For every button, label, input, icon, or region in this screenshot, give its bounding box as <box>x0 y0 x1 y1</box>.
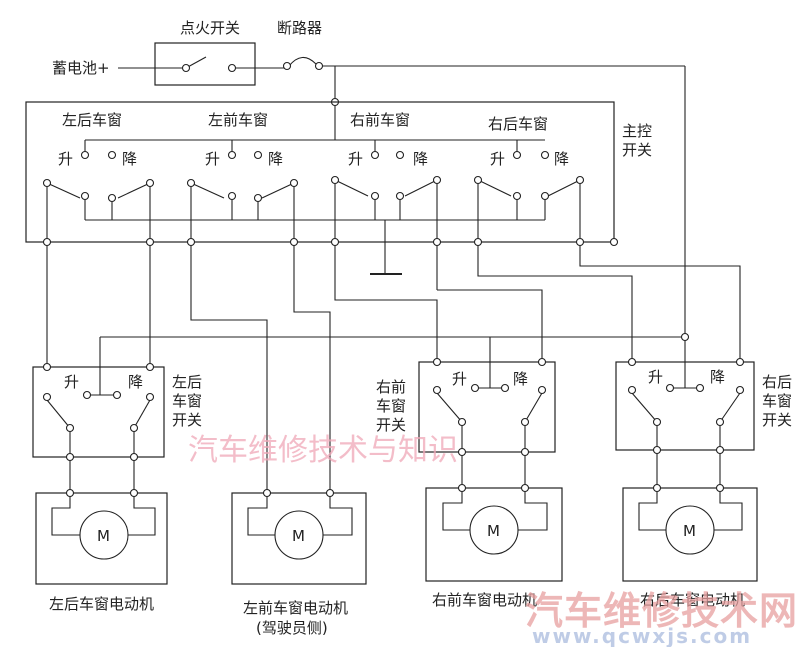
harness-wiring <box>46 245 741 493</box>
main-rr-down-label: 降 <box>554 150 569 168</box>
rr-window-switch-box <box>615 361 755 451</box>
lr-switch-down-label: 降 <box>128 373 143 391</box>
main-lf-label: 左前车窗 <box>208 111 268 129</box>
circuit-breaker-label: 断路器 <box>277 19 322 37</box>
rr-motor-symbol: M <box>683 522 696 540</box>
rr-switch-up-label: 升 <box>648 368 663 386</box>
rr-window-switch-label: 右后车窗开关 <box>762 373 792 429</box>
main-lr-up-label: 升 <box>58 150 73 168</box>
main-lf-up-label: 升 <box>205 150 220 168</box>
rr-switch-down-label: 降 <box>710 368 725 386</box>
main-switch-unit-lf <box>186 150 299 242</box>
url-watermark: www.qcwxjs.com <box>532 624 752 647</box>
rf-window-switch-box <box>418 361 556 453</box>
main-lr-label: 左后车窗 <box>62 111 122 129</box>
main-switch-internal-wiring <box>84 105 545 275</box>
lf-motor-symbol: M <box>292 527 305 545</box>
main-control-switch-box <box>25 101 615 243</box>
main-switch-label: 主控开关 <box>622 122 652 159</box>
rf-switch-down-label: 降 <box>513 370 528 388</box>
rr-window-switch <box>627 357 745 488</box>
main-rf-label: 右前车窗 <box>350 111 410 129</box>
rf-switch-up-label: 升 <box>452 370 467 388</box>
ignition-switch-label: 点火开关 <box>180 19 240 37</box>
main-rf-up-label: 升 <box>348 150 363 168</box>
lr-switch-up-label: 升 <box>64 373 79 391</box>
lr-window-switch-label: 左后车窗开关 <box>172 373 202 429</box>
main-lf-down-label: 降 <box>268 150 283 168</box>
main-rr-label: 右后车窗 <box>488 115 548 133</box>
main-rr-up-label: 升 <box>490 150 505 168</box>
rr-motor <box>622 483 758 582</box>
lf-motor-note: (驾驶员侧) <box>256 619 328 637</box>
lr-window-switch <box>42 362 155 493</box>
main-switch-unit-rf <box>330 150 442 242</box>
rf-motor-symbol: M <box>487 522 500 540</box>
battery-label: 蓄电池+ <box>52 59 110 77</box>
main-switch-unit-rr <box>473 150 585 242</box>
lf-motor <box>231 488 367 585</box>
lr-motor-label: 左后车窗电动机 <box>49 595 154 613</box>
lf-motor-label: 左前车窗电动机 <box>243 599 348 617</box>
rf-window-switch <box>432 357 547 488</box>
lr-window-switch-box <box>32 366 165 458</box>
center-watermark: 汽车维修技术与知识 <box>188 433 458 468</box>
rf-motor <box>425 483 563 582</box>
rf-motor-label: 右前车窗电动机 <box>432 591 537 609</box>
main-rf-down-label: 降 <box>413 150 428 168</box>
brand-watermark: 汽车维修技术网 <box>525 589 798 633</box>
supply-wiring <box>118 42 686 337</box>
main-switch-terminals <box>42 237 619 247</box>
lr-motor-symbol: M <box>97 527 110 545</box>
main-lr-down-label: 降 <box>122 150 137 168</box>
main-switch-unit-lr <box>42 150 155 242</box>
rf-window-switch-label: 右前车窗开关 <box>376 378 406 434</box>
circuit-breaker-symbol <box>288 56 317 67</box>
lr-motor <box>35 488 168 585</box>
ignition-switch-box <box>154 42 256 86</box>
rr-motor-label: 右后车窗电动机 <box>640 591 745 609</box>
